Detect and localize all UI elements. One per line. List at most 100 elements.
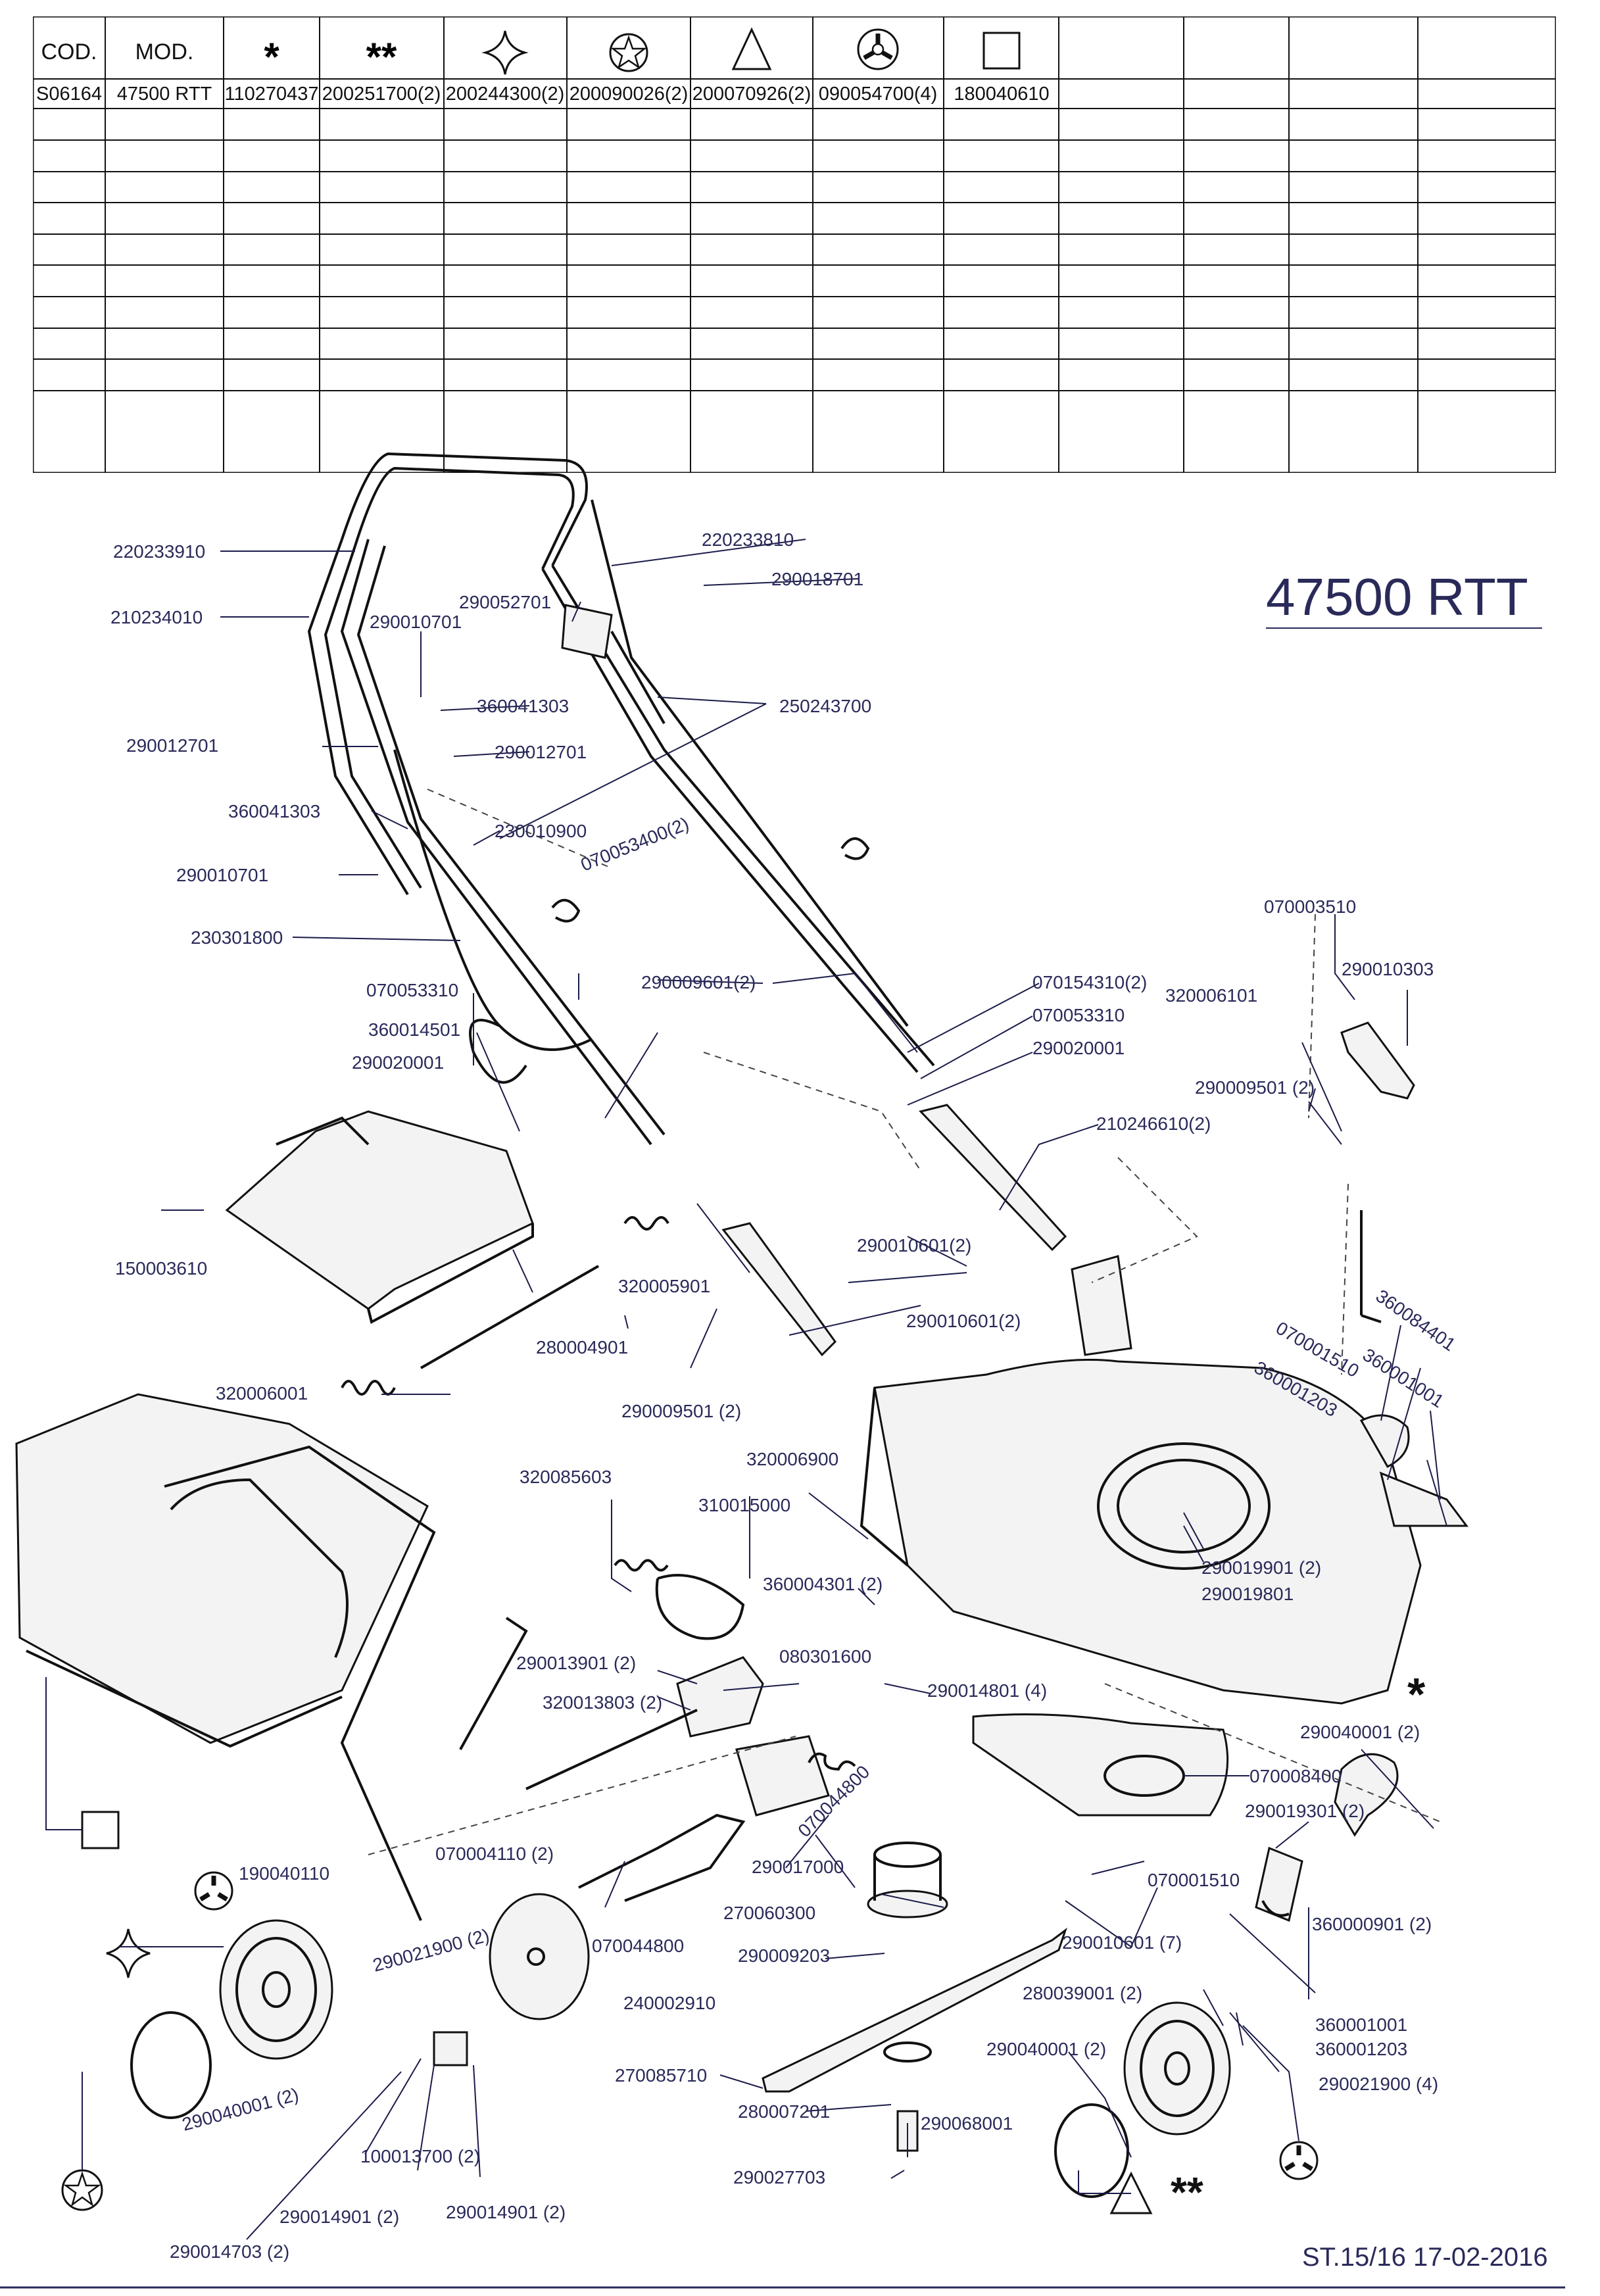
wheel-double-star-marker: ** bbox=[1171, 2168, 1203, 2216]
drive-pinion bbox=[433, 2031, 468, 2066]
callout-label: 290010601(2) bbox=[906, 1311, 1021, 1331]
callout-label: 290021900 (4) bbox=[1319, 2074, 1438, 2094]
footer-revision: ST.15/16 17-02-2016 bbox=[1302, 2243, 1548, 2272]
spring-left bbox=[341, 1380, 396, 1396]
callout-label: 230010900 bbox=[495, 821, 587, 841]
row-square: 180040610 bbox=[954, 84, 1049, 105]
callout-label: 290020001 bbox=[352, 1052, 444, 1073]
callout-label: 290009501 (2) bbox=[1195, 1077, 1315, 1098]
callout-label: 070008400 bbox=[1249, 1766, 1342, 1786]
callout-label: 290010303 bbox=[1342, 959, 1434, 979]
callout-label: 290040001 (2) bbox=[1300, 1722, 1420, 1742]
row-three-lobed-nut: 090054700(4) bbox=[819, 84, 938, 105]
square-symbol-icon bbox=[982, 32, 1021, 70]
blade-housing bbox=[972, 1713, 1229, 1817]
callout-label: 290019901 (2) bbox=[1201, 1557, 1321, 1578]
spring-center bbox=[623, 1216, 669, 1231]
mulching-plug-bracket bbox=[1340, 1021, 1415, 1100]
callout-label: 290014901 (2) bbox=[279, 2207, 399, 2227]
rear-hinge-bracket bbox=[1071, 1255, 1132, 1356]
model-title: 47500 RTT bbox=[1266, 568, 1528, 626]
header-single-star: * bbox=[264, 35, 279, 79]
callout-label: 290027703 bbox=[733, 2167, 825, 2187]
callout-label: 070053400(2) bbox=[578, 813, 692, 875]
callout-label: 320006001 bbox=[216, 1383, 308, 1404]
callout-label: 290010701 bbox=[176, 865, 268, 885]
callout-label: 070001510 bbox=[1148, 1870, 1240, 1890]
three-lobed-nut-marker-left bbox=[194, 1871, 233, 1911]
row-mod: 47500 RTT bbox=[117, 84, 212, 105]
square-marker bbox=[81, 1811, 120, 1849]
header-double-star: ** bbox=[366, 35, 397, 79]
height-adjust-lever-front bbox=[1255, 1753, 1399, 1922]
callout-label: 290013901 (2) bbox=[516, 1653, 636, 1673]
callout-label: 320085603 bbox=[520, 1467, 612, 1487]
callout-label: 290014801 (4) bbox=[927, 1680, 1047, 1701]
star-circle-symbol-icon bbox=[609, 33, 648, 72]
callout-label: 290009601(2) bbox=[641, 972, 756, 992]
callout-label: 280004901 bbox=[536, 1337, 628, 1357]
callout-label: 220233910 bbox=[113, 541, 205, 562]
callout-label: 310015000 bbox=[698, 1495, 790, 1515]
front-right-wheel bbox=[1054, 2001, 1231, 2198]
callout-label: 290020001 bbox=[1032, 1038, 1125, 1058]
callout-label: 080301600 bbox=[779, 1646, 871, 1667]
callout-label: 290018701 bbox=[771, 569, 863, 589]
row-single-star: 110270437 bbox=[224, 84, 318, 105]
callout-label: 070053310 bbox=[1032, 1005, 1125, 1025]
leader-lines bbox=[161, 539, 1447, 2240]
callout-label: 210246610(2) bbox=[1096, 1113, 1211, 1134]
rear-left-wheel bbox=[130, 1919, 333, 2119]
callout-label: 290019801 bbox=[1201, 1584, 1294, 1604]
callout-label: 250243700 bbox=[779, 696, 871, 716]
rear-wheel-axle bbox=[578, 1813, 746, 1902]
gearbox bbox=[676, 1656, 764, 1738]
callout-label: 290010601(2) bbox=[857, 1235, 971, 1256]
callout-label: 290009203 bbox=[738, 1945, 830, 1966]
belt-spring bbox=[614, 1559, 669, 1572]
handle-knob-left bbox=[551, 898, 581, 923]
callout-label: 290010601 (7) bbox=[1062, 1932, 1182, 1953]
wheel-hub-cover bbox=[489, 1893, 590, 2020]
callout-label: 290014901 (2) bbox=[446, 2202, 566, 2222]
callout-label: 290068001 bbox=[921, 2113, 1013, 2134]
row-star-circle: 200090026(2) bbox=[570, 84, 689, 105]
callout-label: 070154310(2) bbox=[1032, 972, 1147, 992]
row-cod: S06164 bbox=[36, 84, 102, 105]
handle-lower-bar bbox=[340, 499, 909, 1146]
callout-label: 190040110 bbox=[239, 1863, 329, 1884]
three-lobed-nut-symbol-icon bbox=[857, 28, 899, 70]
mower-blade bbox=[762, 1842, 1067, 2152]
callout-label: 270060300 bbox=[723, 1903, 815, 1923]
callout-label: 320013803 (2) bbox=[543, 1692, 662, 1713]
callout-label: 290009501 (2) bbox=[621, 1401, 741, 1421]
callout-label: 070003510 bbox=[1264, 896, 1356, 917]
callout-label: 360041303 bbox=[477, 696, 569, 716]
mower-deck bbox=[860, 1359, 1422, 1705]
callout-label: 320005901 bbox=[618, 1276, 710, 1296]
callout-label: 360041303 bbox=[228, 801, 320, 821]
callout-label: 100013700 (2) bbox=[360, 2146, 480, 2166]
callout-label: 280039001 (2) bbox=[1023, 1983, 1142, 2003]
row-double-star: 200251700(2) bbox=[322, 84, 441, 105]
row-star-diamond: 200244300(2) bbox=[446, 84, 565, 105]
axle-rod bbox=[420, 1265, 599, 1369]
callout-label: 360000901 (2) bbox=[1312, 1914, 1432, 1934]
callout-label: 220233810 bbox=[702, 529, 794, 550]
grass-catcher-bag bbox=[15, 1393, 528, 1921]
callout-label: 290012701 bbox=[126, 735, 218, 756]
star-diamond-symbol-icon bbox=[481, 30, 529, 75]
callout-label: 210234010 bbox=[110, 607, 203, 627]
callout-label: 070053310 bbox=[366, 980, 458, 1000]
header-mod: MOD. bbox=[135, 39, 194, 64]
row-triangle: 200070926(2) bbox=[692, 84, 812, 105]
parts-code-table: COD. MOD. * ** S06164 47500 RTT 11027043… bbox=[33, 16, 1556, 473]
callout-label: 150003610 bbox=[115, 1258, 207, 1279]
callout-label: 290012701 bbox=[495, 742, 587, 762]
callout-label: 290019301 (2) bbox=[1245, 1801, 1365, 1821]
handle-upper-bar bbox=[307, 452, 935, 1073]
star-circle-marker bbox=[61, 2169, 103, 2211]
callout-label: 290010701 bbox=[370, 612, 462, 632]
rear-flap-link bbox=[721, 1104, 1067, 1357]
